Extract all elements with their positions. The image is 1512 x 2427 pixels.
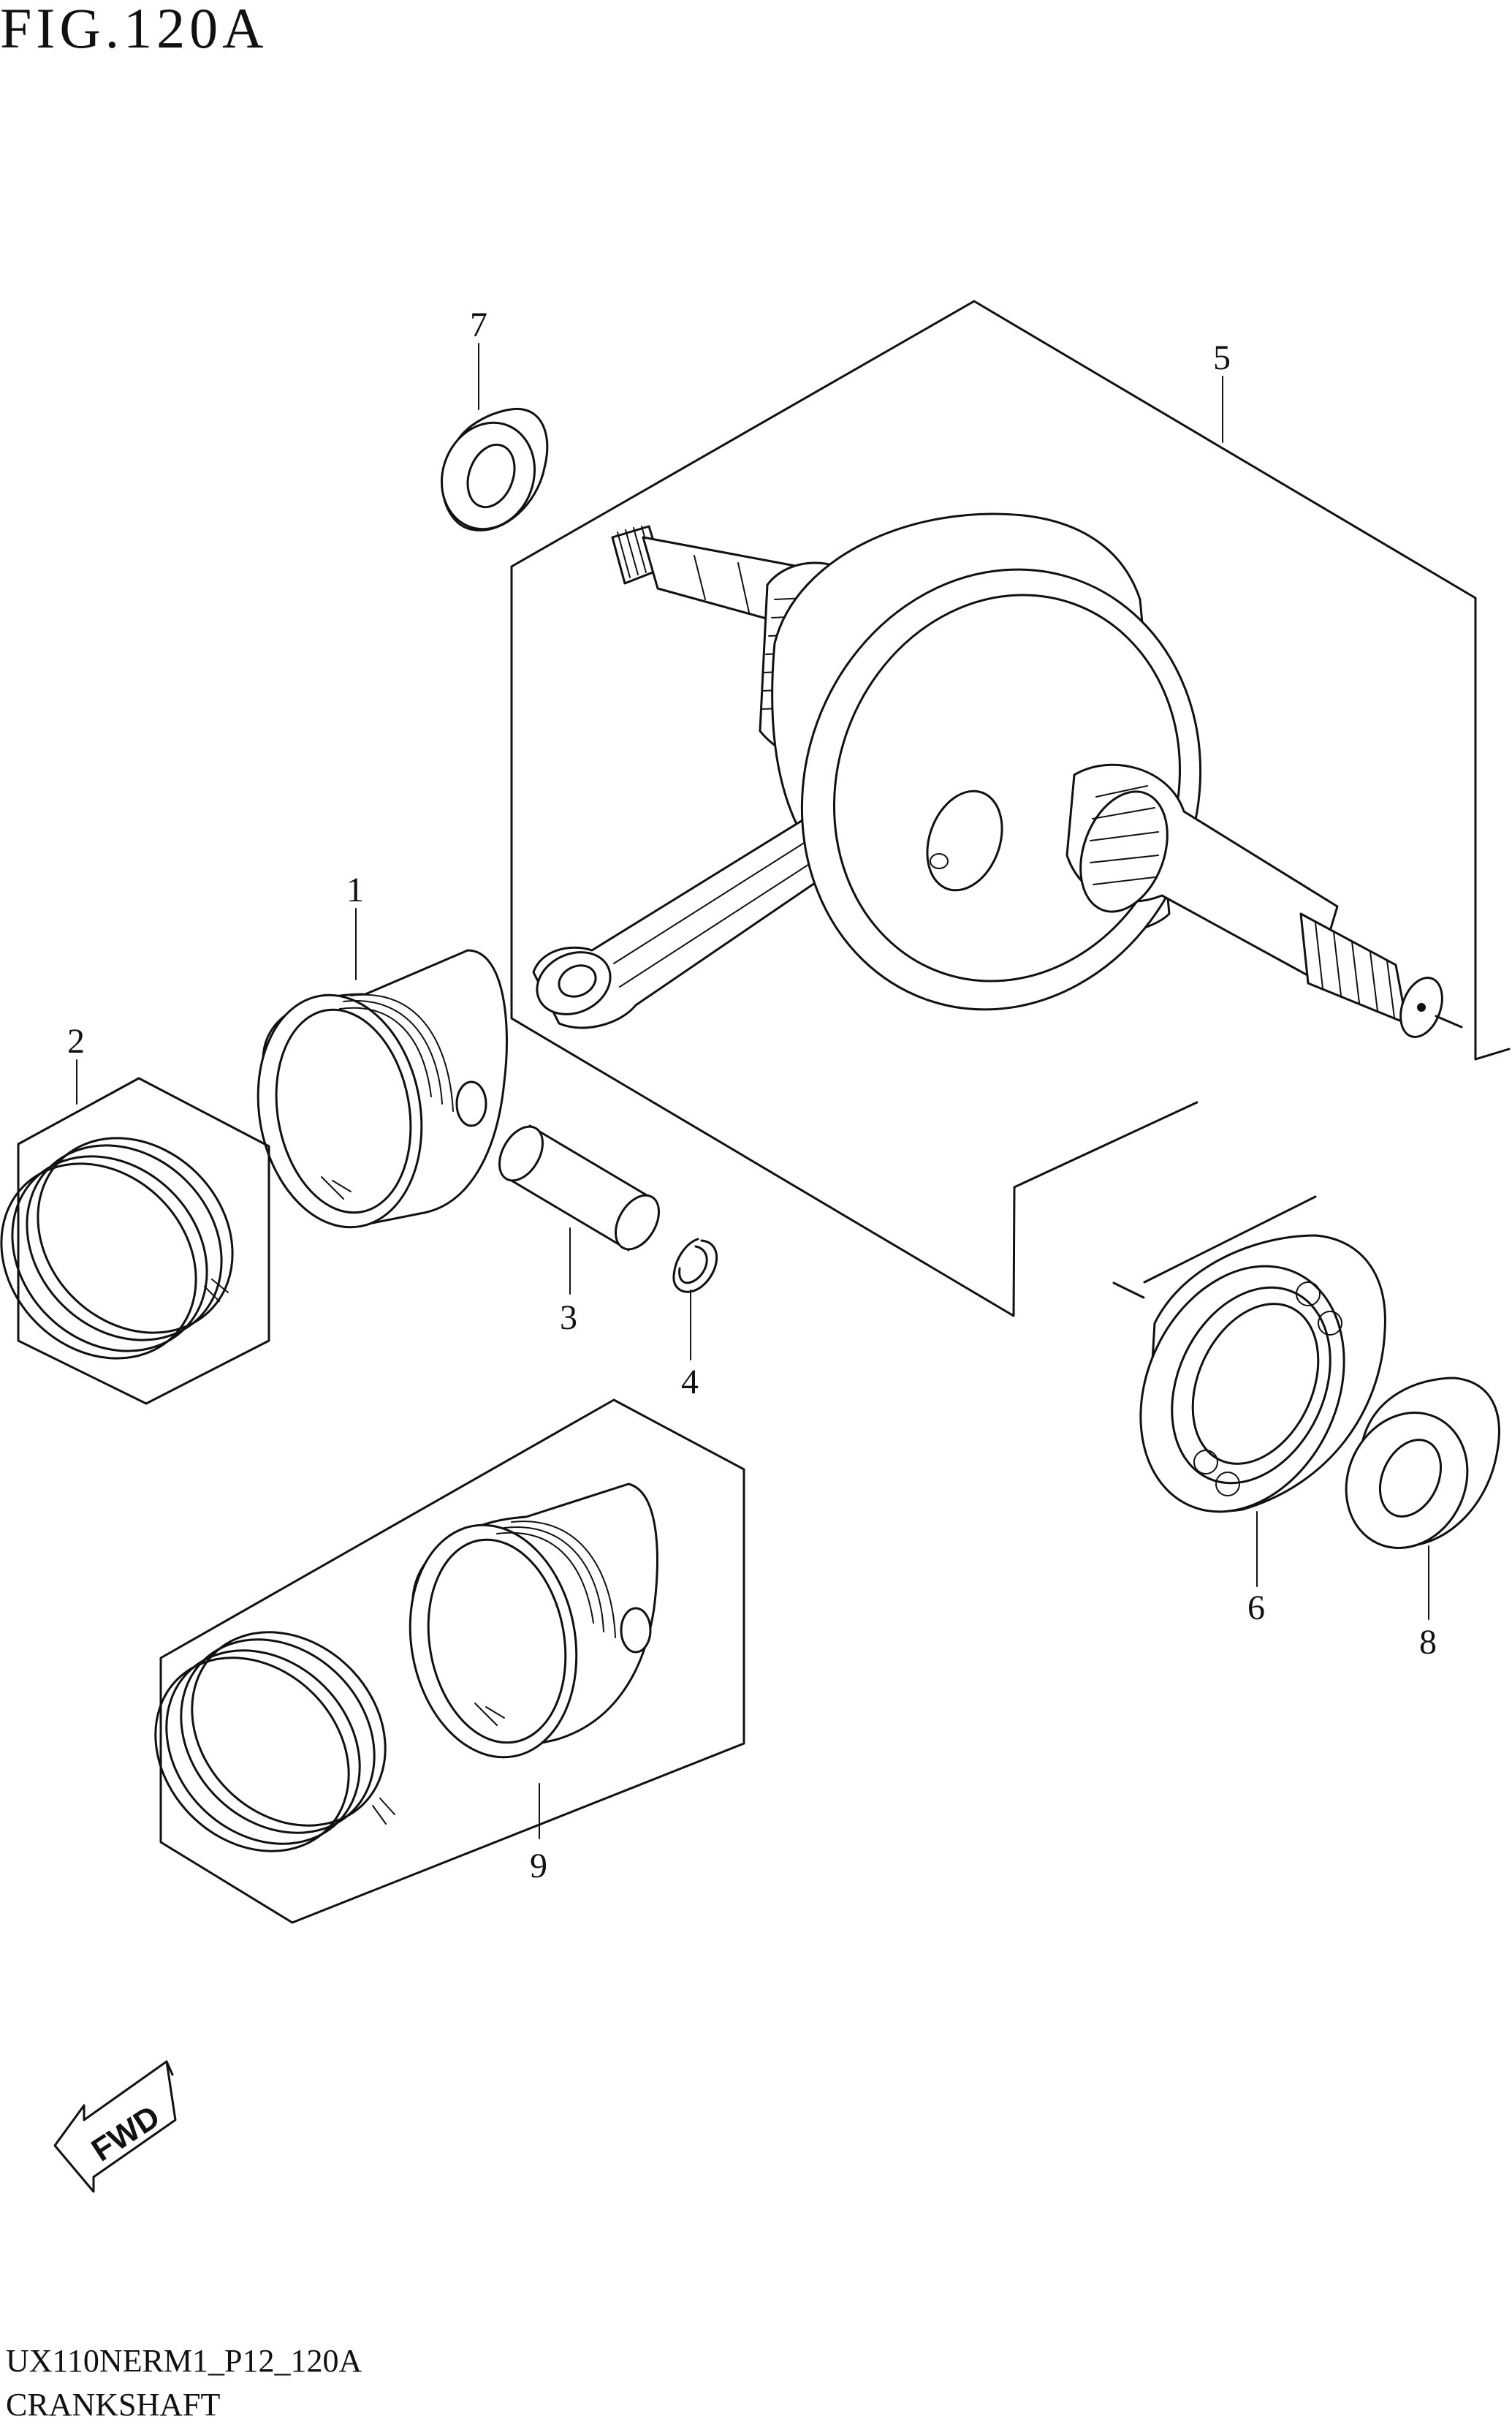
piston-set-9[interactable]	[116, 1398, 745, 1924]
circlip-4[interactable]	[672, 1238, 718, 1293]
leader-lines	[76, 343, 1429, 1839]
callout-5: 5	[1213, 338, 1231, 377]
callout-8: 8	[1419, 1623, 1437, 1662]
callout-4: 4	[681, 1363, 699, 1401]
bearing-6[interactable]	[1102, 1233, 1386, 1545]
callout-9: 9	[530, 1847, 547, 1885]
crankshaft-group-outline	[510, 300, 1511, 1317]
piston-ring-set-2[interactable]	[0, 1077, 272, 1405]
callout-6: 6	[1247, 1589, 1265, 1627]
piston-1[interactable]	[240, 949, 508, 1241]
crankshaft[interactable]	[527, 512, 1463, 1067]
figure-code: UX110NERM1_P12_120A	[6, 2343, 362, 2379]
callout-7: 7	[470, 306, 487, 344]
figure-title: FIG.120A	[0, 0, 268, 60]
callout-labels: 7 5 1 2 3 4 6 8 9	[67, 306, 1437, 1885]
fwd-arrow-icon: FWD	[53, 2060, 177, 2193]
callout-2: 2	[67, 1022, 85, 1061]
figure-name: CRANKSHAFT	[6, 2387, 221, 2423]
oil-seal-7[interactable]	[427, 407, 549, 542]
callout-3: 3	[560, 1298, 577, 1337]
piston-pin-3[interactable]	[490, 1119, 667, 1257]
oil-seal-8[interactable]	[1324, 1377, 1500, 1568]
callout-1: 1	[346, 871, 364, 909]
